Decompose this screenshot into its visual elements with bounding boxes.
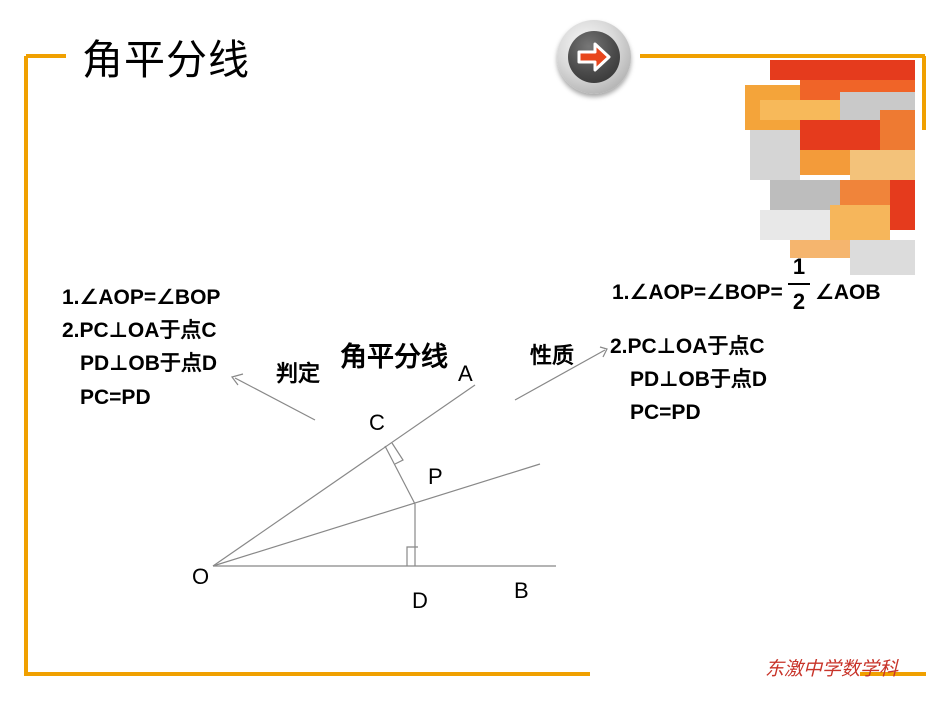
point-label-P: P (428, 464, 443, 489)
arrow-judge (234, 377, 316, 421)
judge-line-1: 1.∠AOP=∠BOP (62, 286, 221, 309)
property-label: 性质 (530, 344, 575, 369)
property-line-4: PC=PD (630, 401, 701, 424)
next-button[interactable] (557, 20, 631, 94)
property-line-2: 2.PC⊥OA于点C (610, 335, 765, 358)
property-line-1b: ∠AOB (815, 281, 881, 304)
diagram-center-label: 角平分线 (340, 342, 448, 373)
decorative-bars (745, 60, 915, 275)
judge-line-4: PC=PD (80, 386, 151, 409)
right-angle-C (391, 442, 404, 465)
point-label-A: A (458, 361, 473, 386)
bisector-OP (212, 463, 541, 567)
frame-border (24, 54, 926, 676)
point-label-D: D (412, 588, 428, 613)
judge-line-3: PD⊥OB于点D (80, 352, 218, 375)
next-arrow-icon (577, 42, 611, 72)
point-label-O: O (192, 564, 210, 589)
property-line-1a: 1.∠AOP=∠BOP= (612, 281, 783, 304)
arrow-property (514, 349, 606, 401)
segment-PC (384, 445, 416, 505)
fraction-bar (788, 283, 810, 285)
fraction-denominator: 2 (792, 289, 806, 314)
judge-line-2: 2.PC⊥OA于点C (62, 319, 217, 342)
school-name: 东激中学数学科 (764, 658, 898, 680)
judge-label: 判定 (276, 362, 321, 387)
fraction-numerator: 1 (792, 254, 806, 279)
page-title: 角平分线 (82, 36, 250, 84)
ray-OA (212, 384, 476, 567)
point-label-C: C (369, 410, 385, 435)
angle-bisector-figure (212, 346, 608, 567)
right-angle-D (406, 546, 418, 566)
property-line-3: PD⊥OB于点D (630, 368, 768, 391)
fraction-one-half: 1 2 (788, 256, 810, 313)
point-label-B: B (514, 578, 529, 603)
